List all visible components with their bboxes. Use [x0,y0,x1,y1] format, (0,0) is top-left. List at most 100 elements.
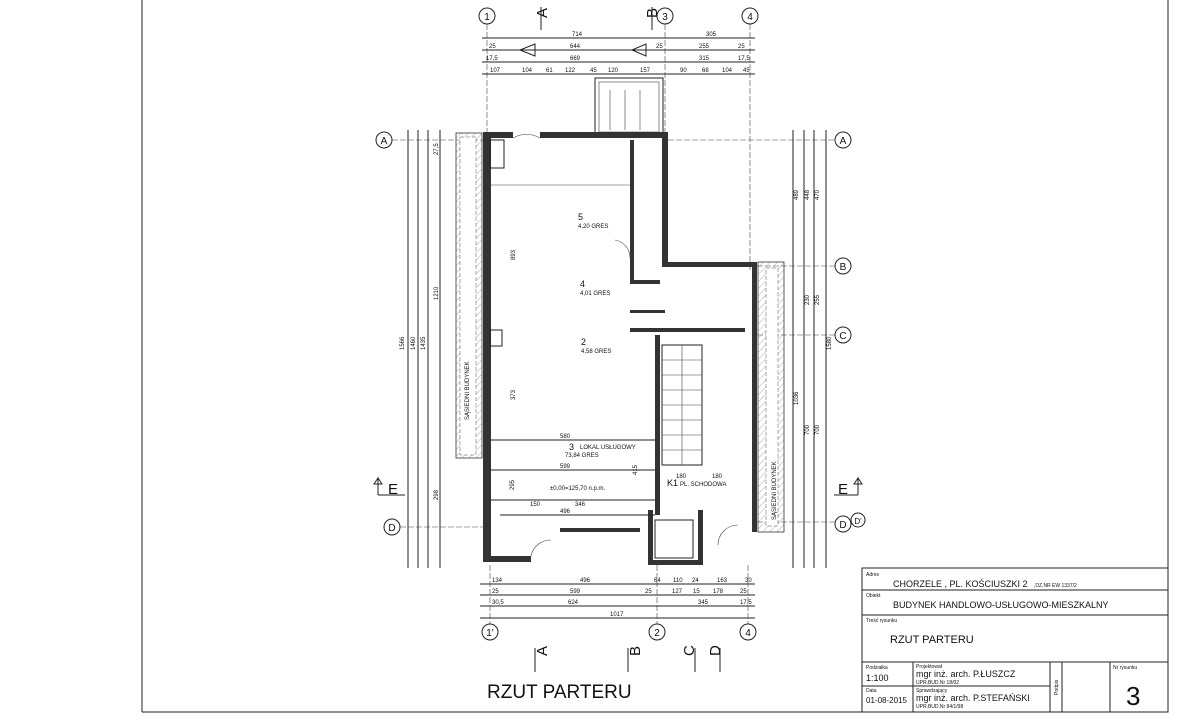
section-marker: E [388,481,398,498]
label-text: 496 [580,578,591,584]
label-text: 127 [672,589,683,595]
label-text: 1580 [827,336,833,350]
label-text: Nr rysunku [1113,665,1137,671]
label-text: 61 [546,68,553,74]
label-text: 73,84 GRES [565,453,599,459]
label-text: 45 [590,68,597,74]
level-mark: ±0,00=125,70 n.p.m. [550,486,605,492]
label-text: 107 [490,68,501,74]
label-text: 27,5 [434,143,440,155]
neighbour-building-label: SĄSIEDNI BUDYNEK [772,461,778,520]
label-text: 178 [713,589,724,595]
label-text: 255 [699,44,710,50]
label-text: Treść rysunku [866,618,897,624]
label-text: 90 [680,68,687,74]
object: BUDYNEK HANDLOWO-USŁUGOWO-MIESZKALNY [893,600,1109,610]
label-text: C [681,645,698,656]
label-text: 163 [717,578,728,584]
label-text: 24 [692,578,699,584]
label-text: mgr inż. arch. P.ŁUSZCZ [916,669,1016,679]
label-text: 489 [794,189,800,200]
label-text: mgr inż. arch. P.STEFAŃSKI [916,693,1030,703]
label-text: Podziałka [866,665,888,671]
label-text: 415 [633,464,639,475]
grid-label: 4 [747,12,753,23]
label-text: Data [866,688,877,694]
room-number: K1 [667,478,678,488]
section-marker: A [534,8,551,18]
label-text: A [381,136,388,147]
label-text: 599 [570,589,581,595]
label-text: UPR.BUD.Nr 84/1/98 [916,704,963,710]
label-text: 157 [640,68,651,74]
label-text: 714 [572,32,583,38]
label-text: 700 [805,424,811,435]
label-text: 01-08-2015 [866,696,907,705]
label-text: 599 [560,464,571,470]
grid-right: A B C D D' E 489 448 470 230 255 1036 70… [668,130,866,568]
room-number: 5 [578,212,583,222]
interior-details [489,134,739,559]
label-text: LOKAL USŁUGOWY [580,445,636,451]
label-text: 45 [743,68,750,74]
label-text: 298 [434,489,440,500]
label-text: 25 [489,44,496,50]
label-text: 255 [815,294,821,305]
label-text: 17,5 [486,56,498,62]
label-text: 30 [745,578,752,584]
label-text: 104 [522,68,533,74]
label-text: 1566 [400,336,406,350]
dimensions-bottom: 134 496 64 110 24 163 30 25 599 25 127 1… [480,565,757,672]
label-text: 346 [575,502,586,508]
label-text: 68 [702,68,709,74]
label-text: ,DZ.NR EW 1337/2 [1034,583,1077,589]
section-marker: E [838,481,848,498]
label-text: 25 [738,44,745,50]
label-text: 345 [698,600,709,606]
label-text: Podpis [1054,679,1060,695]
label-text: Obiekt [866,593,881,599]
neighbour-building-label: SĄSIEDNI BUDYNEK [465,361,471,420]
label-text: 2 [654,628,660,639]
label-text: 17,5 [740,600,752,606]
label-text: 180 [712,474,723,480]
label-text: D [388,523,395,534]
label-text: 1460 [411,336,417,350]
label-text: PL. SCHODOWA [680,482,726,488]
label-text: 120 [608,68,619,74]
label-text: 1' [486,628,494,639]
label-text: 644 [570,44,581,50]
label-text: 448 [805,189,811,200]
title-block: Adres CHORZELE , PL. KOŚCIUSZKI 2 ,DZ.NR… [861,567,1169,713]
grid-label: 3 [662,12,668,23]
label-text: 110 [673,578,683,584]
label-text: 150 [530,502,541,508]
label-text: 624 [568,600,579,606]
label-text: 893 [511,249,517,260]
label-text: D [707,645,724,656]
room-number: 4 [580,279,585,289]
label-text: B [627,646,644,656]
label-text: B [840,262,847,273]
label-text: 1435 [421,336,427,350]
label-text: A [840,136,847,147]
label-text: 180 [676,474,687,480]
label-text: 4,20 GRES [578,224,608,230]
label-text: 470 [815,189,821,200]
label-text: C [839,331,846,342]
label-text: 4,58 GRES [581,349,611,355]
label-text: A [534,646,551,656]
label-text: 373 [511,389,517,400]
label-text: 1017 [610,612,624,618]
label-text: 25 [492,589,499,595]
label-text: Adres [866,572,880,578]
room-number: 2 [581,337,586,347]
label-text: 64 [654,578,661,584]
label-text: 122 [565,68,576,74]
label-text: 17,5 [738,56,750,62]
label-text: 25 [740,589,747,595]
label-text: 104 [722,68,733,74]
grid-left: A D E 1566 1460 1435 1210 298 27,5 SĄSIE… [373,130,484,568]
drawing-number: 3 [1126,681,1140,711]
grid-top: 1 3 4 A B [478,7,759,270]
